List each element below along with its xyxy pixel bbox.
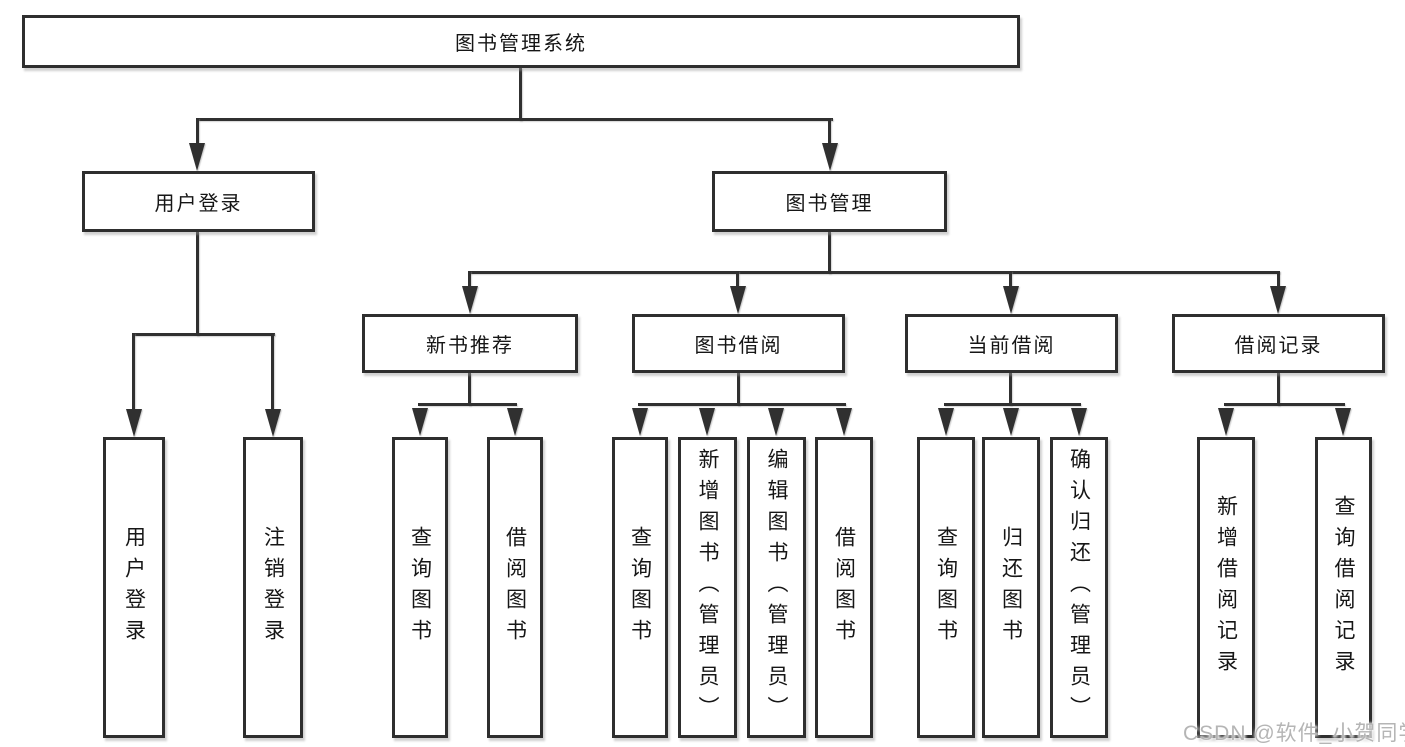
arrow-down-icon (1071, 408, 1087, 436)
connector-line (828, 118, 831, 146)
leaf-add-borrow-record: 新增借阅记录 (1197, 437, 1255, 738)
arrow-down-icon (822, 143, 838, 171)
leaf-logout: 注销登录 (243, 437, 303, 738)
connector-line (638, 403, 846, 406)
connector-line (736, 271, 739, 289)
arrow-down-icon (507, 408, 523, 436)
node-new-book-recommend: 新书推荐 (362, 314, 578, 373)
node-current-borrowing: 当前借阅 (905, 314, 1118, 373)
arrow-down-icon (265, 409, 281, 437)
connector-line (468, 271, 471, 289)
leaf-query-books-current: 查询图书 (917, 437, 975, 738)
connector-line (196, 118, 833, 121)
connector-line (1277, 373, 1280, 406)
arrow-down-icon (699, 408, 715, 436)
connector-line (1224, 403, 1345, 406)
leaf-confirm-return-admin: 确认归还（管理员） (1050, 437, 1108, 738)
connector-line (737, 373, 740, 406)
node-borrowing-records: 借阅记录 (1172, 314, 1385, 373)
connector-line (196, 232, 199, 336)
leaf-edit-book-admin: 编辑图书（管理员） (747, 437, 806, 738)
arrow-down-icon (1335, 408, 1351, 436)
arrow-down-icon (1003, 286, 1019, 314)
connector-line (271, 333, 274, 412)
leaf-borrow-books-recommend: 借阅图书 (487, 437, 543, 738)
node-book-management: 图书管理 (712, 171, 947, 232)
connector-line (132, 333, 135, 412)
arrow-down-icon (462, 286, 478, 314)
arrow-down-icon (1003, 408, 1019, 436)
node-library-management-system: 图书管理系统 (22, 15, 1020, 68)
connector-line (196, 118, 199, 146)
leaf-query-borrow-record: 查询借阅记录 (1315, 437, 1372, 738)
arrow-down-icon (126, 409, 142, 437)
arrow-down-icon (1218, 408, 1234, 436)
arrow-down-icon (412, 408, 428, 436)
connector-line (1009, 271, 1012, 289)
connector-line (1277, 271, 1280, 289)
connector-line (418, 403, 517, 406)
leaf-return-books: 归还图书 (982, 437, 1040, 738)
node-book-borrowing: 图书借阅 (632, 314, 845, 373)
leaf-add-book-admin: 新增图书（管理员） (678, 437, 737, 738)
leaf-borrow-books: 借阅图书 (815, 437, 873, 738)
connector-line (132, 333, 275, 336)
connector-line (468, 271, 1280, 274)
connector-line (468, 373, 471, 406)
leaf-query-books-borrowing: 查询图书 (612, 437, 668, 738)
connector-line (944, 403, 1081, 406)
arrow-down-icon (730, 286, 746, 314)
connector-line (1009, 373, 1012, 406)
leaf-query-books-recommend: 查询图书 (392, 437, 448, 738)
arrow-down-icon (189, 143, 205, 171)
connector-line (519, 68, 522, 121)
csdn-watermark: CSDN @软件_小贺同学 (1183, 722, 1405, 745)
arrow-down-icon (1270, 286, 1286, 314)
node-user-login: 用户登录 (82, 171, 315, 232)
connector-line (828, 232, 831, 274)
arrow-down-icon (836, 408, 852, 436)
arrow-down-icon (938, 408, 954, 436)
leaf-user-login: 用户登录 (103, 437, 165, 738)
arrow-down-icon (768, 408, 784, 436)
arrow-down-icon (632, 408, 648, 436)
